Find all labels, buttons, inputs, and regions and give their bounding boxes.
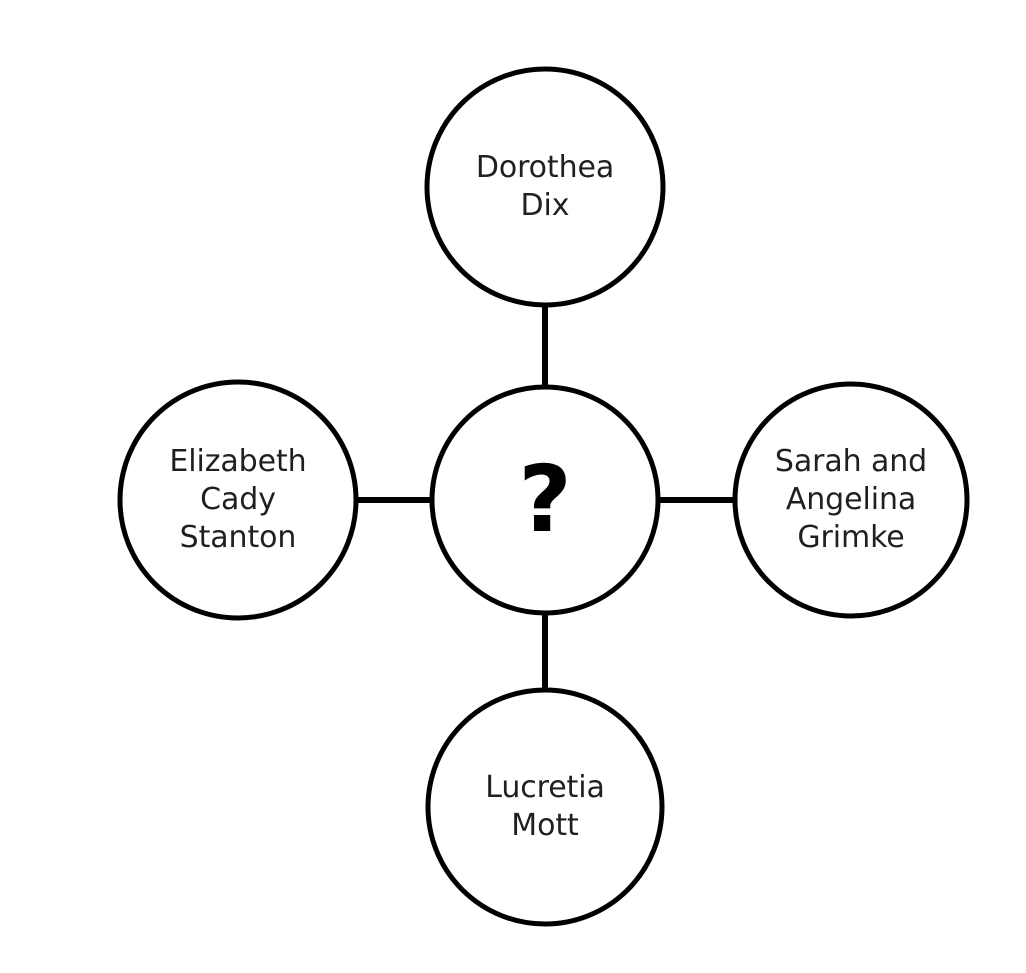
- node-circle-right[interactable]: [732, 381, 970, 619]
- node-circle-top[interactable]: [424, 66, 666, 308]
- node-circle-left[interactable]: [117, 379, 359, 621]
- node-circle-bottom[interactable]: [425, 687, 665, 927]
- node-circle-center[interactable]: [429, 384, 661, 616]
